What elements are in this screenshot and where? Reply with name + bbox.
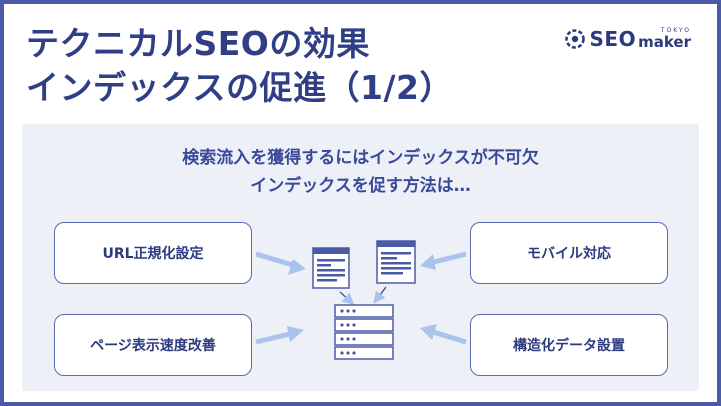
logo-ring-icon: [564, 29, 585, 49]
title-line-1: テクニカルSEOの効果: [26, 24, 370, 63]
logo-right: TOKYO maker: [638, 28, 691, 50]
title-line-2: インデックスの促進（1/2）: [26, 68, 453, 107]
subtitle-line-2: インデックスを促す方法は…: [250, 176, 471, 196]
logo-tokyo-text: TOKYO: [660, 27, 691, 34]
page-title: テクニカルSEOの効果 インデックスの促進（1/2）: [26, 22, 453, 110]
logo-maker-text: maker: [638, 33, 691, 51]
method-box-structured-data: 構造化データ設置: [470, 314, 668, 376]
method-box-mobile-friendly: モバイル対応: [470, 222, 668, 284]
subtitle: 検索流入を獲得するにはインデックスが不可欠 インデックスを促す方法は…: [4, 144, 717, 200]
method-box-url-canonicalization: URL正規化設定: [54, 222, 252, 284]
method-box-page-speed: ページ表示速度改善: [54, 314, 252, 376]
subtitle-line-1: 検索流入を獲得するにはインデックスが不可欠: [182, 148, 539, 168]
brand-logo: SEO TOKYO maker: [564, 24, 691, 54]
logo-seo-text: SEO: [589, 27, 637, 51]
